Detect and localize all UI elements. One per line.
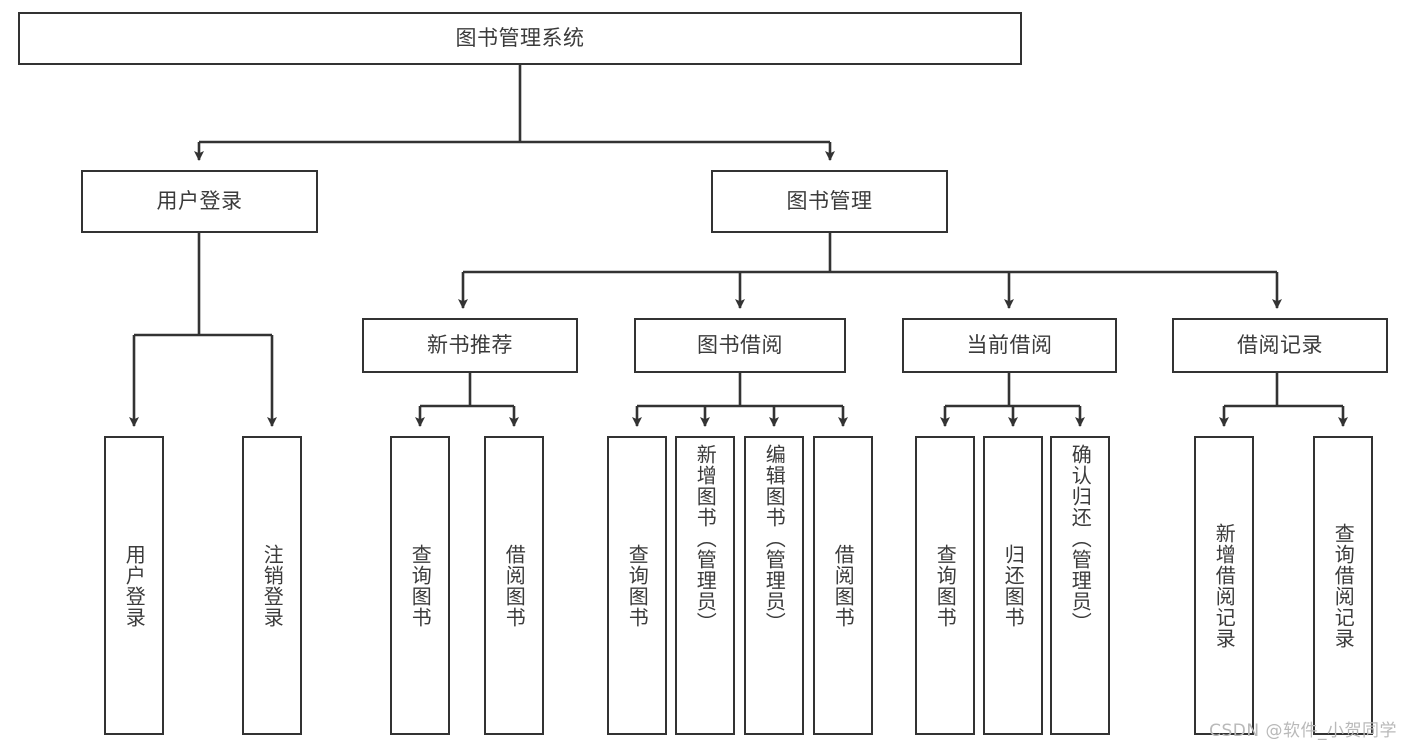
node-label: 图书借阅 <box>697 333 783 358</box>
node-book-management-system[interactable]: 图书管理系统 <box>18 12 1022 65</box>
leaf-label: 新增借阅记录 <box>1212 522 1237 649</box>
leaf-label: 查询图书 <box>408 543 433 628</box>
leaf-label: 查询图书 <box>933 543 958 628</box>
leaf-label: 查询图书 <box>625 543 650 628</box>
node-label: 借阅记录 <box>1237 333 1323 358</box>
leaf-query-book-recommend[interactable]: 查询图书 <box>390 436 450 735</box>
node-label: 图书管理 <box>786 189 873 214</box>
leaf-label: 借阅图书 <box>831 543 856 628</box>
leaf-label: 借阅图书 <box>502 543 527 628</box>
leaf-add-book[interactable]: 新增图书（管理员） <box>675 436 735 735</box>
leaf-label: 用户登录 <box>122 543 147 628</box>
node-new-book-recommend[interactable]: 新书推荐 <box>362 318 578 373</box>
leaf-query-book-current[interactable]: 查询图书 <box>915 436 975 735</box>
node-user-login[interactable]: 用户登录 <box>81 170 318 233</box>
leaf-logout-login[interactable]: 注销登录 <box>242 436 302 735</box>
leaf-label: 查询借阅记录 <box>1331 522 1356 649</box>
leaf-user-login[interactable]: 用户登录 <box>104 436 164 735</box>
leaf-borrow-book-recommend[interactable]: 借阅图书 <box>484 436 544 735</box>
node-label: 图书管理系统 <box>455 26 585 51</box>
leaf-borrow-book-borrow[interactable]: 借阅图书 <box>813 436 873 735</box>
leaf-query-book-borrow[interactable]: 查询图书 <box>607 436 667 735</box>
leaf-query-borrow-record[interactable]: 查询借阅记录 <box>1313 436 1373 735</box>
node-label: 用户登录 <box>156 189 243 214</box>
leaf-label: 编辑图书（管理员） <box>762 444 787 633</box>
leaf-label: 新增图书（管理员） <box>693 444 718 633</box>
node-label: 新书推荐 <box>427 333 513 358</box>
leaf-label: 确认归还（管理员） <box>1068 444 1093 633</box>
leaf-add-borrow-record[interactable]: 新增借阅记录 <box>1194 436 1254 735</box>
node-book-borrow[interactable]: 图书借阅 <box>634 318 846 373</box>
leaf-label: 注销登录 <box>260 543 285 628</box>
leaf-confirm-return[interactable]: 确认归还（管理员） <box>1050 436 1110 735</box>
node-book-manage[interactable]: 图书管理 <box>711 170 948 233</box>
leaf-return-book[interactable]: 归还图书 <box>983 436 1043 735</box>
node-borrow-record[interactable]: 借阅记录 <box>1172 318 1388 373</box>
node-label: 当前借阅 <box>966 333 1053 358</box>
node-current-borrow[interactable]: 当前借阅 <box>902 318 1117 373</box>
leaf-edit-book[interactable]: 编辑图书（管理员） <box>744 436 804 735</box>
leaf-label: 归还图书 <box>1001 543 1026 628</box>
